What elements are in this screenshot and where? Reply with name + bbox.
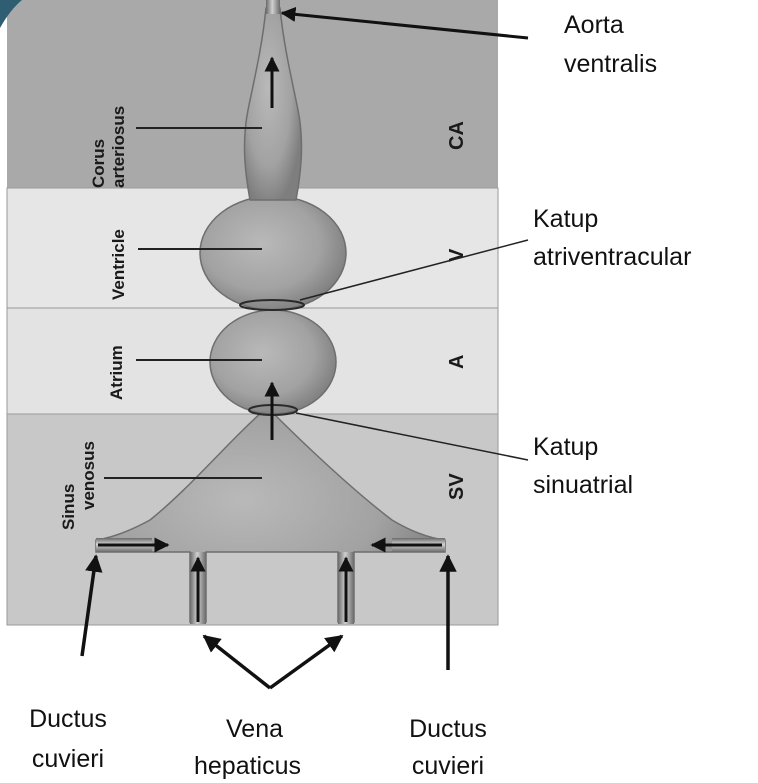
region-code-v: V: [446, 248, 468, 262]
label-ductus-left-1: Ductus: [29, 705, 107, 733]
arrow-vena-right: [270, 636, 342, 688]
label-vena-2: hepaticus: [194, 752, 301, 780]
label-conus-arteriosus-1: Corus: [89, 139, 108, 188]
callout-katup-sa-1: Katup: [533, 433, 598, 461]
label-ductus-right-1: Ductus: [409, 715, 487, 743]
label-ductus-left-2: cuvieri: [32, 745, 104, 773]
callout-katup-av-1: Katup: [533, 205, 598, 233]
label-conus-arteriosus-2: arteriosus: [109, 106, 128, 188]
label-ductus-right-2: cuvieri: [412, 752, 484, 780]
label-sinus-venosus-1: Sinus: [59, 484, 78, 530]
region-code-ca: CA: [446, 121, 468, 150]
region-code-sv: SV: [446, 473, 468, 500]
label-ventricle: Ventricle: [109, 229, 128, 300]
callout-aorta-1: Aorta: [564, 11, 624, 39]
label-atrium: Atrium: [107, 345, 126, 400]
label-vena-1: Vena: [226, 715, 283, 743]
region-code-a: A: [446, 355, 468, 369]
arrow-vena-left: [204, 636, 270, 688]
callout-katup-av-2: atriventracular: [533, 243, 691, 271]
callout-katup-sa-2: sinuatrial: [533, 471, 633, 499]
label-sinus-venosus-2: venosus: [79, 441, 98, 510]
callout-aorta-2: ventralis: [564, 50, 657, 78]
